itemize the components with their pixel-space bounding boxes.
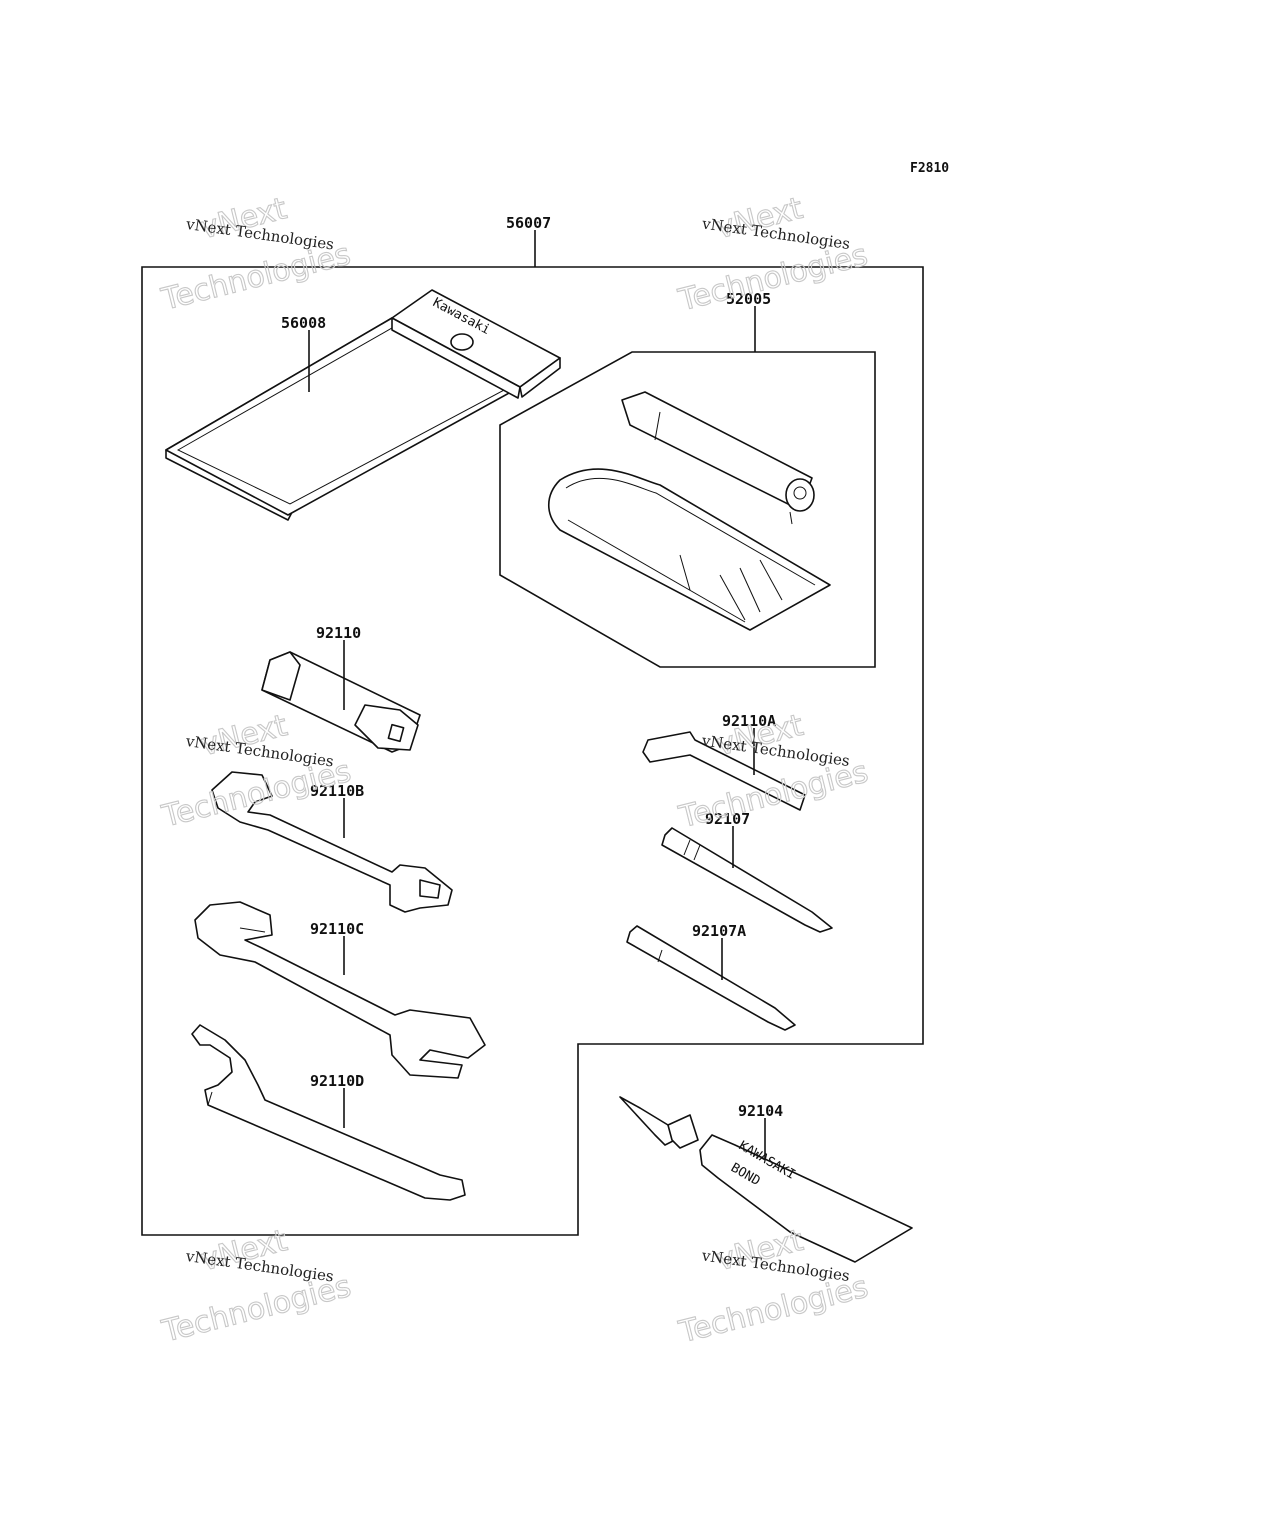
- plug-socket-drawing: [261, 651, 421, 753]
- figure-code: F2810: [910, 161, 949, 176]
- wrench-small-drawing: [211, 771, 453, 913]
- label-56008: 56008: [281, 314, 326, 332]
- watermark-top-left: vNext Technologies vNext Technologies: [157, 191, 355, 319]
- tool-bag-drawing: [547, 468, 831, 631]
- hook-spanner-drawing: [191, 1024, 466, 1201]
- label-92107: 92107: [705, 810, 750, 828]
- label-92110B: 92110B: [310, 782, 364, 800]
- label-92110D: 92110D: [310, 1072, 364, 1090]
- wrench-large-drawing: [194, 901, 486, 1079]
- label-92110A: 92110A: [722, 712, 776, 730]
- tire-pump-drawing: [621, 391, 815, 525]
- label-92110: 92110: [316, 624, 361, 642]
- watermark-bottom-left: vNext Technologies vNext Technologies: [158, 1223, 356, 1351]
- watermark-mid-right: vNext Technologies vNext Technologies: [675, 707, 873, 836]
- bond-tube-drawing: KAWASAKI BOND: [619, 1096, 913, 1263]
- screwdriver-bit-small-drawing: [626, 925, 796, 1031]
- hex-key-drawing: [642, 731, 806, 811]
- screwdriver-bit-drawing: [661, 827, 833, 933]
- toolkit-outline: [141, 266, 924, 1236]
- label-92104: 92104: [738, 1102, 783, 1120]
- tool-pouch-drawing: Kawasaki: [165, 289, 561, 521]
- label-92110C: 92110C: [310, 920, 364, 938]
- label-56007: 56007: [506, 214, 551, 232]
- label-52005: 52005: [726, 290, 771, 308]
- watermark-top-right: vNext Technologies vNext Technologies: [674, 190, 872, 319]
- subkit-outline-52005: [499, 351, 876, 668]
- label-92107A: 92107A: [692, 922, 746, 940]
